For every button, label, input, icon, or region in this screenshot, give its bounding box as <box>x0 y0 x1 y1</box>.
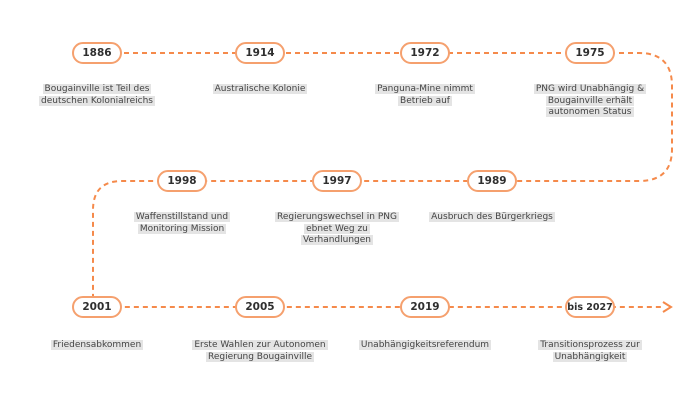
event-description: Ausbruch des Bürgerkriegs <box>412 212 572 224</box>
year-marker-2005: 2005 <box>235 296 285 318</box>
year-marker-bis-2027: bis 2027 <box>565 296 615 318</box>
event-description-line: Ausbruch des Bürgerkriegs <box>429 212 555 222</box>
year-marker-1914: 1914 <box>235 42 285 64</box>
event-description-line: deutschen Kolonialreichs <box>39 95 155 106</box>
event-description-line: Bougainville erhält <box>545 95 635 106</box>
event-description-line: Friedensabkommen <box>50 340 144 350</box>
event-description: Friedensabkommen <box>17 340 177 352</box>
event-description: PNG wird Unabhängig &Bougainville erhält… <box>510 84 670 119</box>
event-description-line: autonomen Status <box>546 107 634 117</box>
year-marker-2001: 2001 <box>72 296 122 318</box>
event-description-line: Panguna-Mine nimmt <box>375 84 475 94</box>
event-description-line: Monitoring Mission <box>137 223 227 234</box>
event-description-line: Regierung Bougainville <box>205 351 314 362</box>
event-description-line: ebnet Weg zu <box>304 223 370 234</box>
year-marker-1886: 1886 <box>72 42 122 64</box>
year-marker-1989: 1989 <box>467 170 517 192</box>
event-description-line: Regierungswechsel in PNG <box>275 212 399 222</box>
event-description-line: Bougainville ist Teil des <box>42 84 152 94</box>
event-description: Unabhängigkeitsreferendum <box>345 340 505 352</box>
event-description-line: Unabhängigkeitsreferendum <box>358 340 492 350</box>
year-marker-2019: 2019 <box>400 296 450 318</box>
event-description-line: Erste Wahlen zur Autonomen <box>192 340 328 350</box>
year-marker-1997: 1997 <box>312 170 362 192</box>
year-marker-1972: 1972 <box>400 42 450 64</box>
event-description-line: Verhandlungen <box>300 235 374 245</box>
dashed-connector-line <box>92 52 673 308</box>
event-description-line: Unabhängigkeit <box>552 351 628 362</box>
year-marker-1998: 1998 <box>157 170 207 192</box>
event-description-line: Australische Kolonie <box>212 84 308 94</box>
event-description-line: PNG wird Unabhängig & <box>533 84 647 94</box>
event-description-line: Waffenstillstand und <box>133 212 231 222</box>
event-description-line: Betrieb auf <box>398 95 452 106</box>
year-marker-1975: 1975 <box>565 42 615 64</box>
event-description-line: Transitionsprozess zur <box>538 340 642 350</box>
event-description: Australische Kolonie <box>180 84 340 96</box>
arrow-head-icon <box>662 301 673 313</box>
